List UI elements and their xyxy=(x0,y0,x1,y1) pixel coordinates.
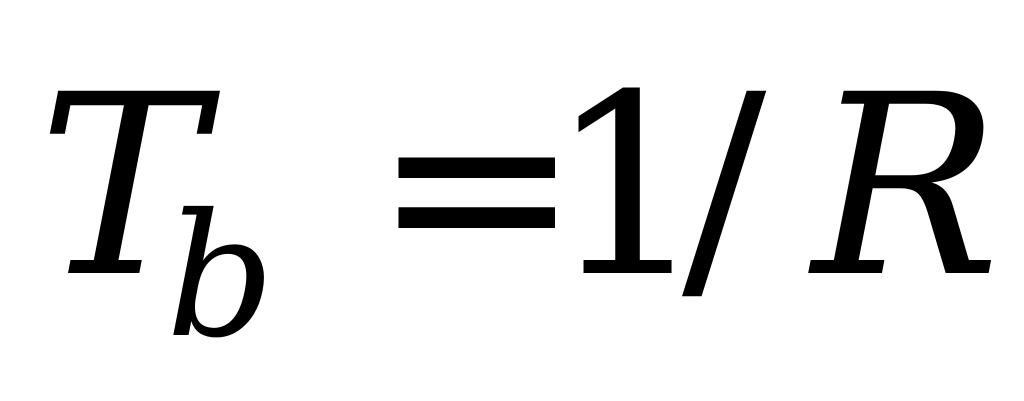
variable-T: T xyxy=(38,41,205,332)
division-slash: / xyxy=(682,41,767,332)
subscript-b: b xyxy=(166,178,275,376)
variable-R: R xyxy=(812,41,1001,332)
equals-sign: = xyxy=(372,39,582,330)
numeral-one: 1 xyxy=(548,41,708,332)
